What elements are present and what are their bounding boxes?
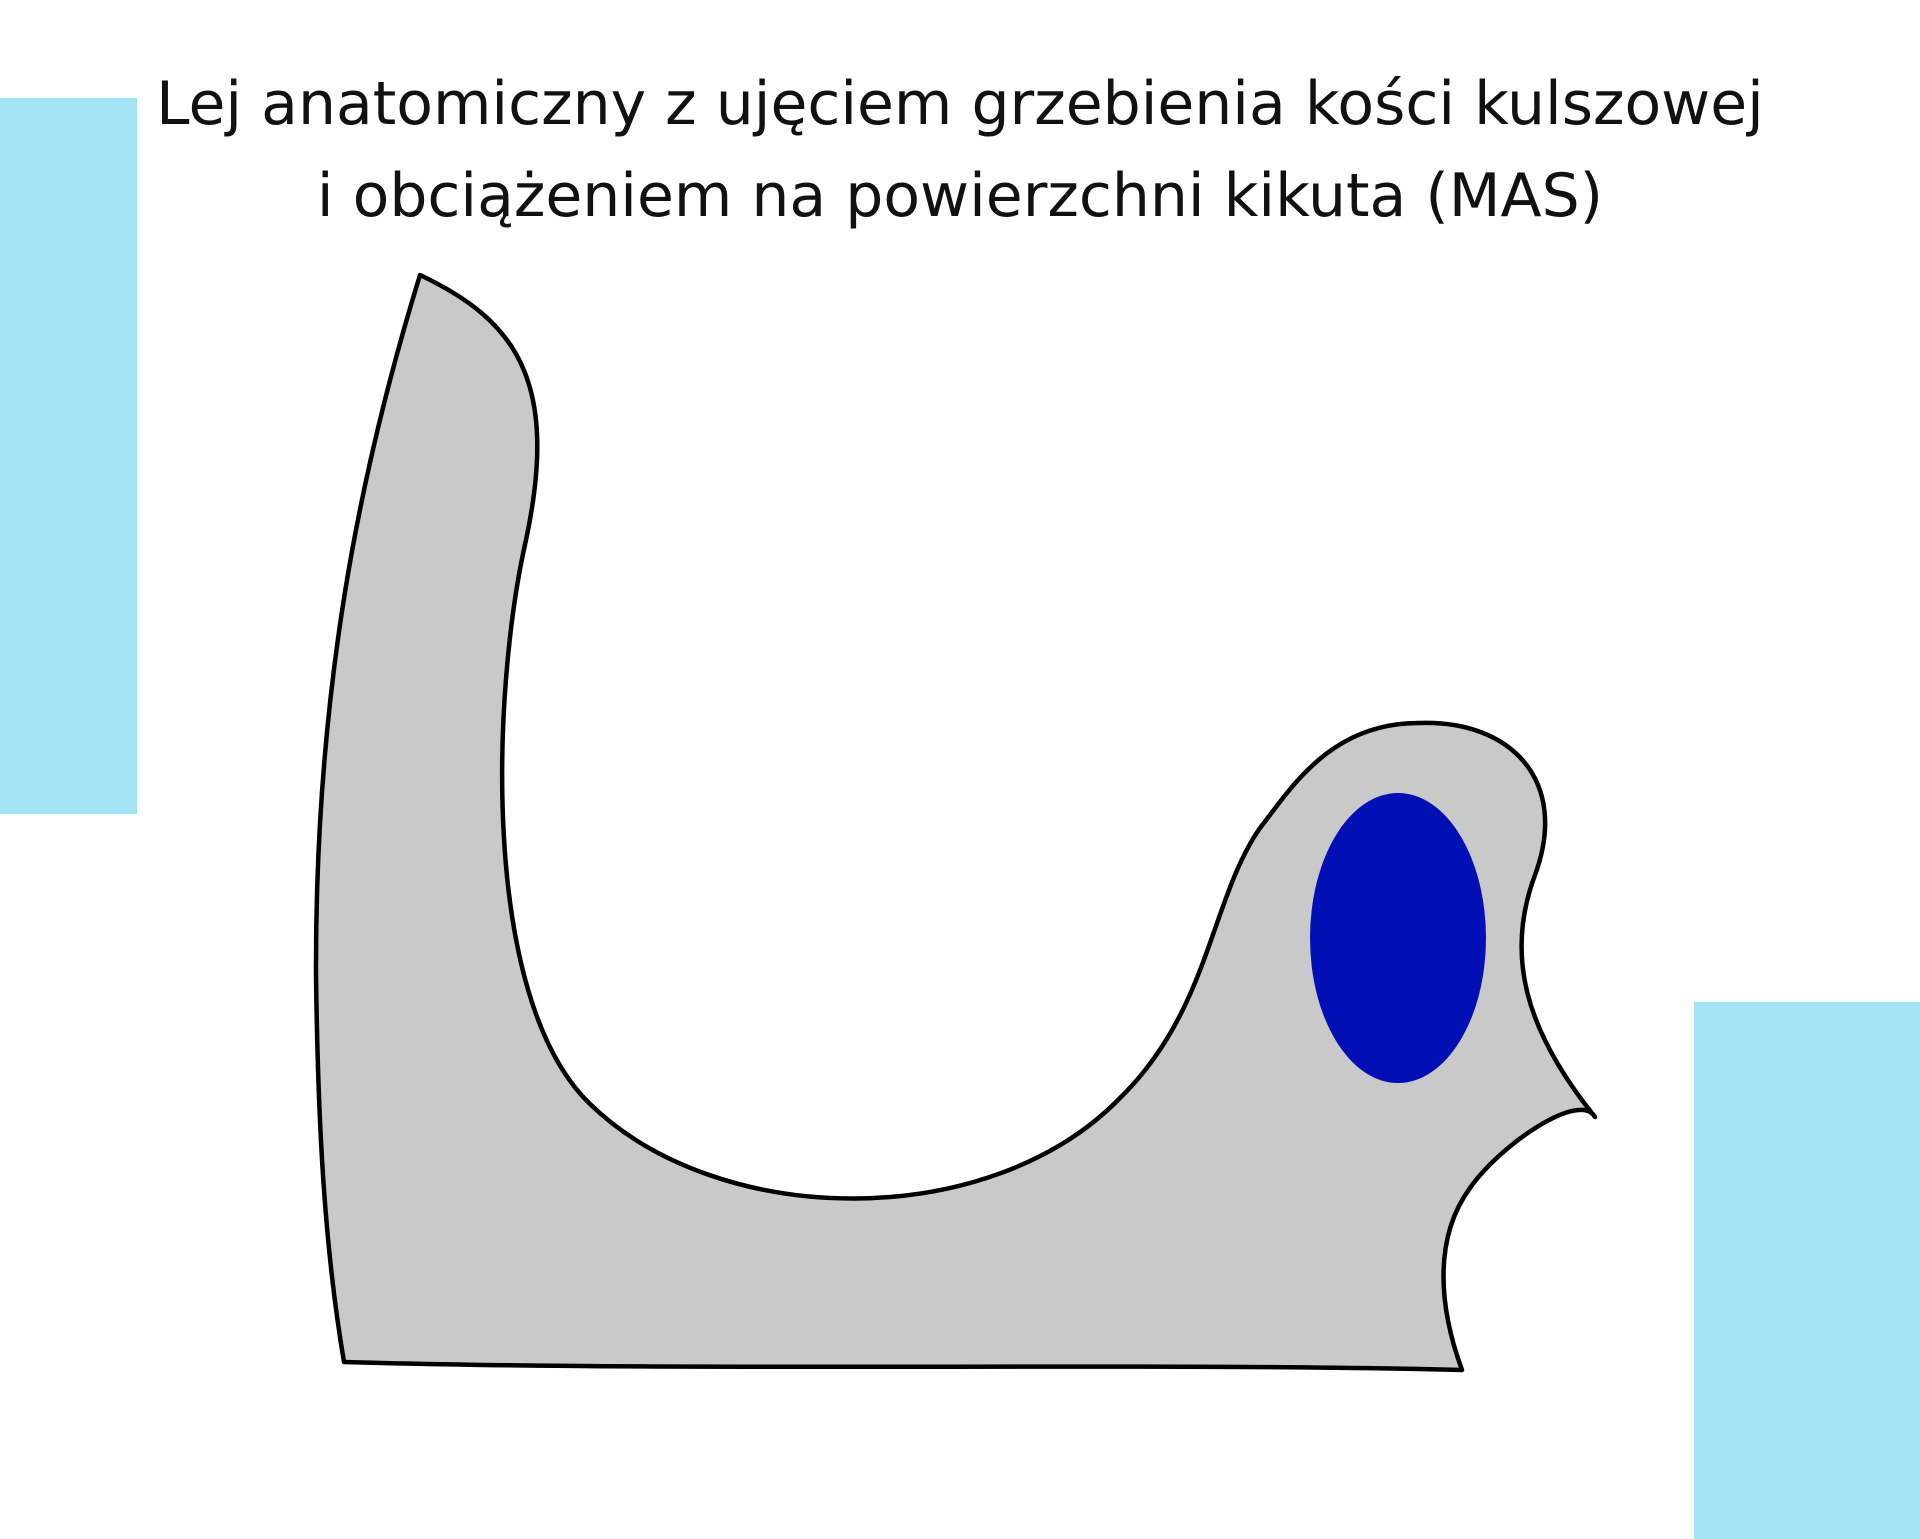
title-line-1: Lej anatomiczny z ujęciem grzebienia koś… [156,69,1764,139]
title-line-2: i obciążeniem na powierzchni kikuta (MAS… [316,161,1604,231]
socket-cross-section-shape [313,272,1598,1373]
diagram-title: Lej anatomiczny z ujęciem grzebienia koś… [0,58,1920,242]
ischial-tuberosity-marker [1310,793,1486,1083]
left-accent-bar [0,98,137,814]
right-accent-bar [1694,1002,1920,1539]
